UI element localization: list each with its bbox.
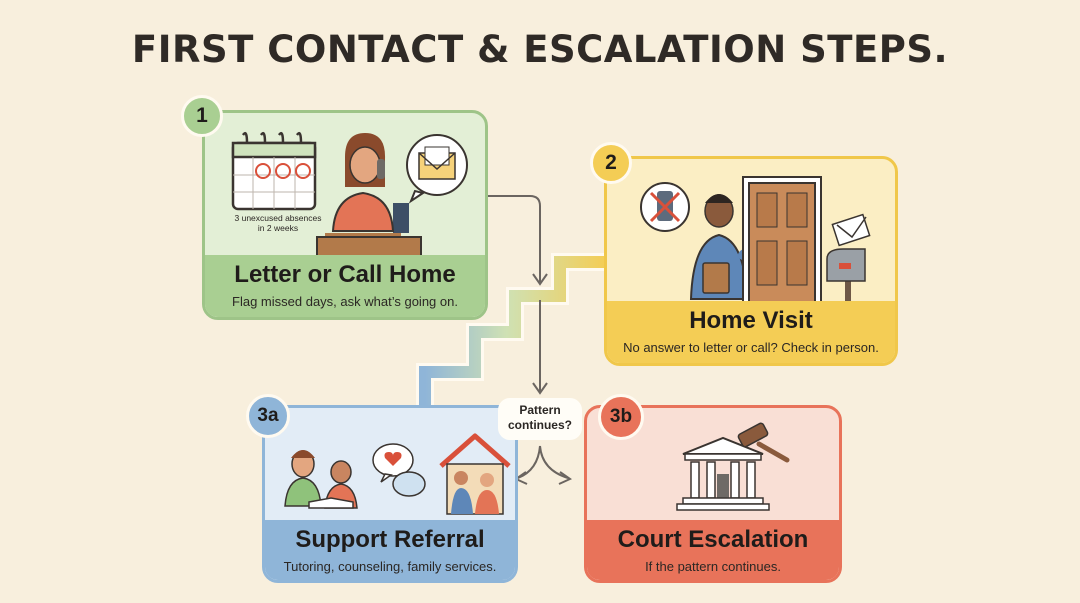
calendar-caption-line2: in 2 weeks [258,223,298,233]
no-phone-icon [640,182,690,232]
courthouse-icon [676,436,770,511]
page-title: FIRST CONTACT & ESCALATION STEPS. [131,28,949,71]
step-1-card: 3 unexcused absences in 2 weeks [202,110,488,320]
mailbox-icon [826,248,866,305]
calendar-icon [231,132,317,211]
step-1-illustration: 3 unexcused absences in 2 weeks [231,132,468,258]
step-3a-badge: 3a [246,394,290,438]
step-1-subtitle: Flag missed days, ask what’s going on. [232,294,458,309]
arrow-to-court [539,445,569,479]
calendar-caption-line1: 3 unexcused absences [235,213,322,223]
door-icon [742,176,822,306]
gavel-icon [737,422,790,463]
step-3a-illustration [284,433,511,515]
step-3b-badge: 3b [598,394,644,440]
tutoring-icon [284,450,358,509]
step-3a-card: Support Referral Tutoring, counseling, f… [262,405,518,583]
arrow-step1-to-step2 [487,195,541,282]
decision-bubble: Pattern continues? [498,398,582,440]
step-1-badge: 1 [181,95,223,137]
arrow-to-support [517,445,541,479]
step-3b-illustration [676,422,790,511]
step-3a-heading: Support Referral [295,526,485,553]
family-home-icon [439,433,511,515]
step-3b-subtitle: If the pattern continues. [645,559,781,574]
step-2-illustration [640,176,871,306]
decision-line2: continues? [507,418,572,432]
step-1-heading: Letter or Call Home [234,261,456,288]
step-3a-subtitle: Tutoring, counseling, family services. [283,559,497,574]
decision-line1: Pattern [519,403,561,417]
step-2-heading: Home Visit [689,307,813,334]
step-2-subtitle: No answer to letter or call? Check in pe… [623,340,879,355]
step-3b-heading: Court Escalation [617,526,809,553]
step-3b-card: Court Escalation If the pattern continue… [584,405,842,583]
envelope-icon [831,213,871,247]
heart-chat-icon [372,443,426,497]
teacher-on-phone-icon [316,133,422,258]
envelope-icon [406,134,468,204]
step-2-badge: 2 [590,142,632,184]
visitor-knocking-icon [689,194,772,300]
step-2-card: Home Visit No answer to letter or call? … [604,156,898,366]
